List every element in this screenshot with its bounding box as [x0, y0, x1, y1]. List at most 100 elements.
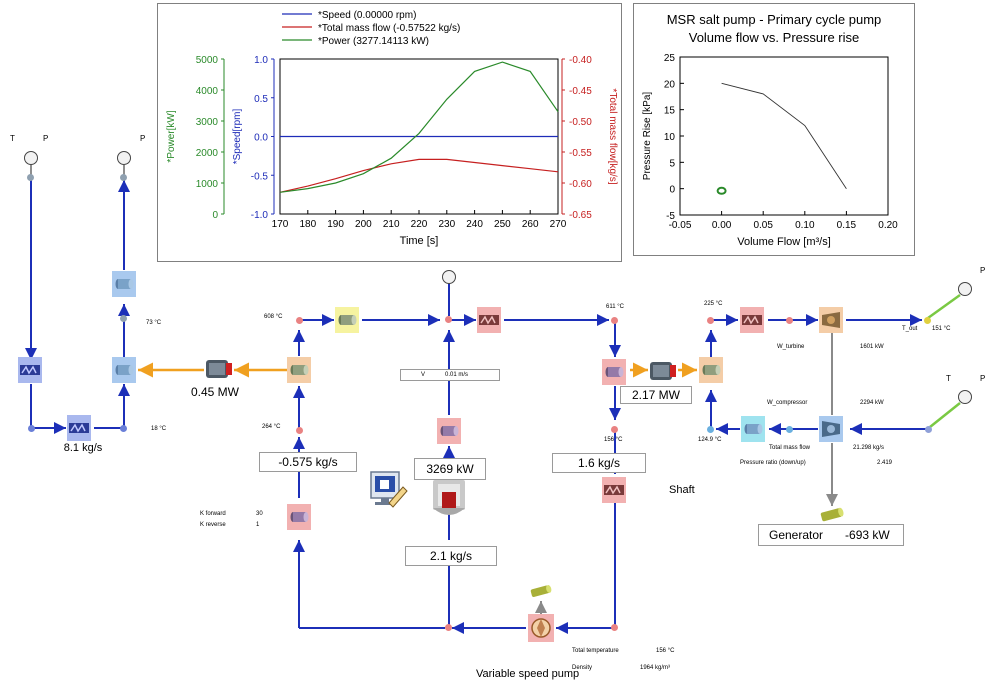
y-tick-label: 15 [664, 106, 676, 117]
label-T-left: T [10, 134, 15, 143]
pipe-node[interactable] [28, 425, 35, 432]
editor-icon[interactable] [369, 469, 409, 509]
temp-73: 73 °C [146, 320, 162, 326]
reactor-vessel-icon[interactable] [430, 478, 468, 520]
t-out-value: 151 °C [932, 326, 951, 332]
series-line-power [279, 61, 559, 193]
generator-value: -693 kW [845, 528, 890, 542]
power-tick-label: 5000 [196, 55, 219, 66]
x-tick-label: 260 [522, 219, 539, 230]
valve-pipe-component[interactable] [287, 504, 311, 530]
heater-component[interactable] [477, 307, 501, 333]
chart-subtitle: Volume flow vs. Pressure rise [689, 30, 860, 45]
heater-component[interactable] [602, 477, 626, 503]
w-compressor-label: W_compressor [767, 400, 808, 406]
label-T-right: T [946, 374, 951, 383]
y-axis-title: Pressure Rise [kPa] [642, 92, 653, 181]
series-line-mass [279, 158, 559, 193]
variable-speed-pump-icon[interactable] [528, 614, 554, 642]
label-P-second: P [140, 134, 146, 143]
shaft-label: Shaft [669, 484, 695, 496]
pipe-node[interactable] [445, 316, 452, 323]
pipe-component[interactable] [335, 307, 359, 333]
pipe-node[interactable] [786, 317, 793, 324]
pipe-component[interactable] [112, 357, 136, 383]
mass-flow-box-2-1: 2.1 kg/s [405, 546, 497, 566]
pipe-node[interactable] [611, 624, 618, 631]
time-series-chart-panel: *Speed (0.00000 rpm)*Total mass flow (-0… [157, 3, 622, 262]
generator-icon[interactable] [818, 506, 846, 522]
x-tick-label: 0.20 [878, 220, 898, 231]
temp-608: 608 °C [264, 314, 283, 320]
mass-tick-label: -0.50 [569, 117, 592, 128]
y-tick-label: 10 [664, 132, 676, 143]
pipe-node[interactable] [924, 317, 931, 324]
pressure-gauge-icon[interactable] [958, 390, 972, 404]
power-tick-label: 4000 [196, 86, 219, 97]
heat-exchanger-icon[interactable] [648, 357, 678, 385]
k-forward-label: K forward [200, 511, 226, 517]
pipe-node[interactable] [120, 425, 127, 432]
mass-tick-label: -0.40 [569, 55, 592, 66]
x-tick-label: 220 [411, 219, 428, 230]
pipe-component[interactable] [112, 271, 136, 297]
pressure-gauge-icon[interactable] [958, 282, 972, 296]
boundary-node[interactable] [120, 174, 127, 181]
pipe-node[interactable] [611, 317, 618, 324]
x-tick-label: 0.05 [753, 220, 773, 231]
heat-flow-box-2-17: 2.17 MW [620, 386, 692, 404]
heater-component[interactable] [740, 307, 764, 333]
boundary-node[interactable] [925, 426, 932, 433]
turbine-icon[interactable] [819, 307, 843, 333]
power-axis-title: *Power[kW] [166, 110, 177, 162]
pressure-ratio-value: 2.419 [877, 460, 893, 466]
total-mass-flow-value: 21.298 kg/s [853, 445, 885, 451]
pipe-node[interactable] [707, 317, 714, 324]
pressure-ratio-label: Pressure ratio (down/up) [740, 460, 806, 466]
k-reverse-label: K reverse [200, 522, 226, 528]
motor-icon[interactable] [528, 584, 554, 598]
pipe-component[interactable] [437, 418, 461, 444]
speed-axis-title: *Speed[rpm] [232, 108, 243, 164]
pipe-node[interactable] [786, 426, 793, 433]
x-tick-label: 210 [383, 219, 400, 230]
heat-flow-box-0-45: 0.45 MW [190, 385, 239, 399]
speed-tick-label: 0.0 [254, 133, 268, 144]
compressor-icon[interactable] [819, 416, 843, 442]
pipe-component[interactable] [699, 357, 723, 383]
pipe-component[interactable] [602, 359, 626, 385]
cooler-component[interactable] [741, 416, 765, 442]
x-tick-label: 250 [494, 219, 511, 230]
pump-curve-line [721, 82, 847, 189]
heater-component[interactable] [18, 357, 42, 383]
pressure-gauge-icon[interactable] [442, 270, 456, 284]
temp-264: 264 °C [262, 424, 281, 430]
mass-axis-title: *Total mass flow[kg/s] [607, 88, 618, 184]
heat-exchanger-icon[interactable] [204, 355, 234, 383]
pipe-node[interactable] [296, 317, 303, 324]
total-temperature-value: 156 °C [656, 648, 675, 654]
pipe-node[interactable] [445, 624, 452, 631]
pipe-component[interactable] [287, 357, 311, 383]
heater-component[interactable] [67, 415, 91, 441]
pressure-gauge-icon[interactable] [117, 151, 131, 165]
pipe-node[interactable] [296, 427, 303, 434]
mass-tick-label: -0.45 [569, 86, 592, 97]
pipe-node[interactable] [707, 426, 714, 433]
variable-speed-pump-label: Variable speed pump [476, 668, 580, 680]
power-tick-label: 0 [212, 210, 218, 221]
pressure-gauge-icon[interactable] [24, 151, 38, 165]
temp-611: 611 °C [606, 304, 624, 310]
mass-flow-box-8-1: 8.1 kg/s [63, 442, 103, 454]
x-tick-label: 0.00 [712, 220, 732, 231]
density-label: Density [572, 665, 593, 671]
pipe-node[interactable] [120, 315, 127, 322]
pipe-node[interactable] [611, 426, 618, 433]
mass-flow-box-1-6: 1.6 kg/s [552, 453, 646, 473]
boundary-node[interactable] [27, 174, 34, 181]
y-tick-label: 0 [669, 185, 675, 196]
w-turbine-label: W_turbine [777, 344, 805, 350]
legend-entry: *Power (3277.14113 kW) [318, 36, 429, 47]
